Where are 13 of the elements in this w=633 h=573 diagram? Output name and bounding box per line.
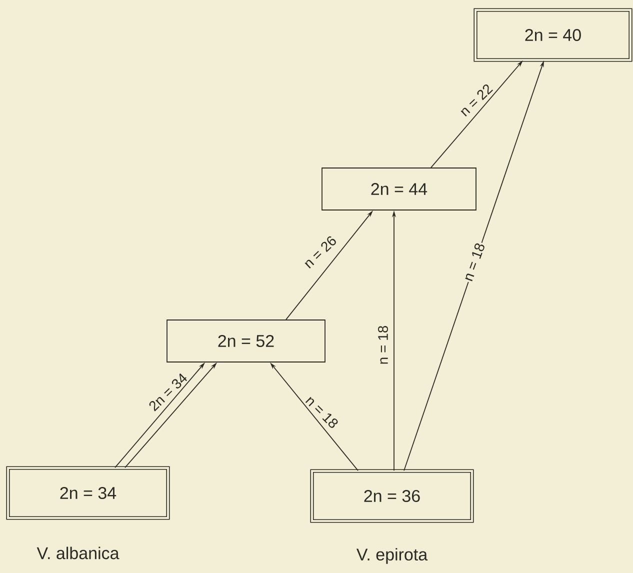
chromosome-box: 2n = 40 xyxy=(474,8,632,62)
edge-label: n = 18 xyxy=(461,240,487,284)
edge-label: n = 26 xyxy=(301,233,339,271)
edge-label: n = 22 xyxy=(457,81,495,119)
chromosome-box: 2n = 52 xyxy=(166,320,326,362)
edge-label: 2n = 34 xyxy=(146,370,190,414)
edge-label: n = 18 xyxy=(303,393,341,431)
chromosome-box: 2n = 44 xyxy=(322,168,476,210)
chromosome-box: 2n = 36 xyxy=(310,469,474,523)
edge-label: n = 18 xyxy=(377,324,389,366)
chromosome-box: 2n = 34 xyxy=(6,466,170,520)
species-label: V. albanica xyxy=(36,546,120,560)
species-label: V. epirota xyxy=(356,548,428,564)
